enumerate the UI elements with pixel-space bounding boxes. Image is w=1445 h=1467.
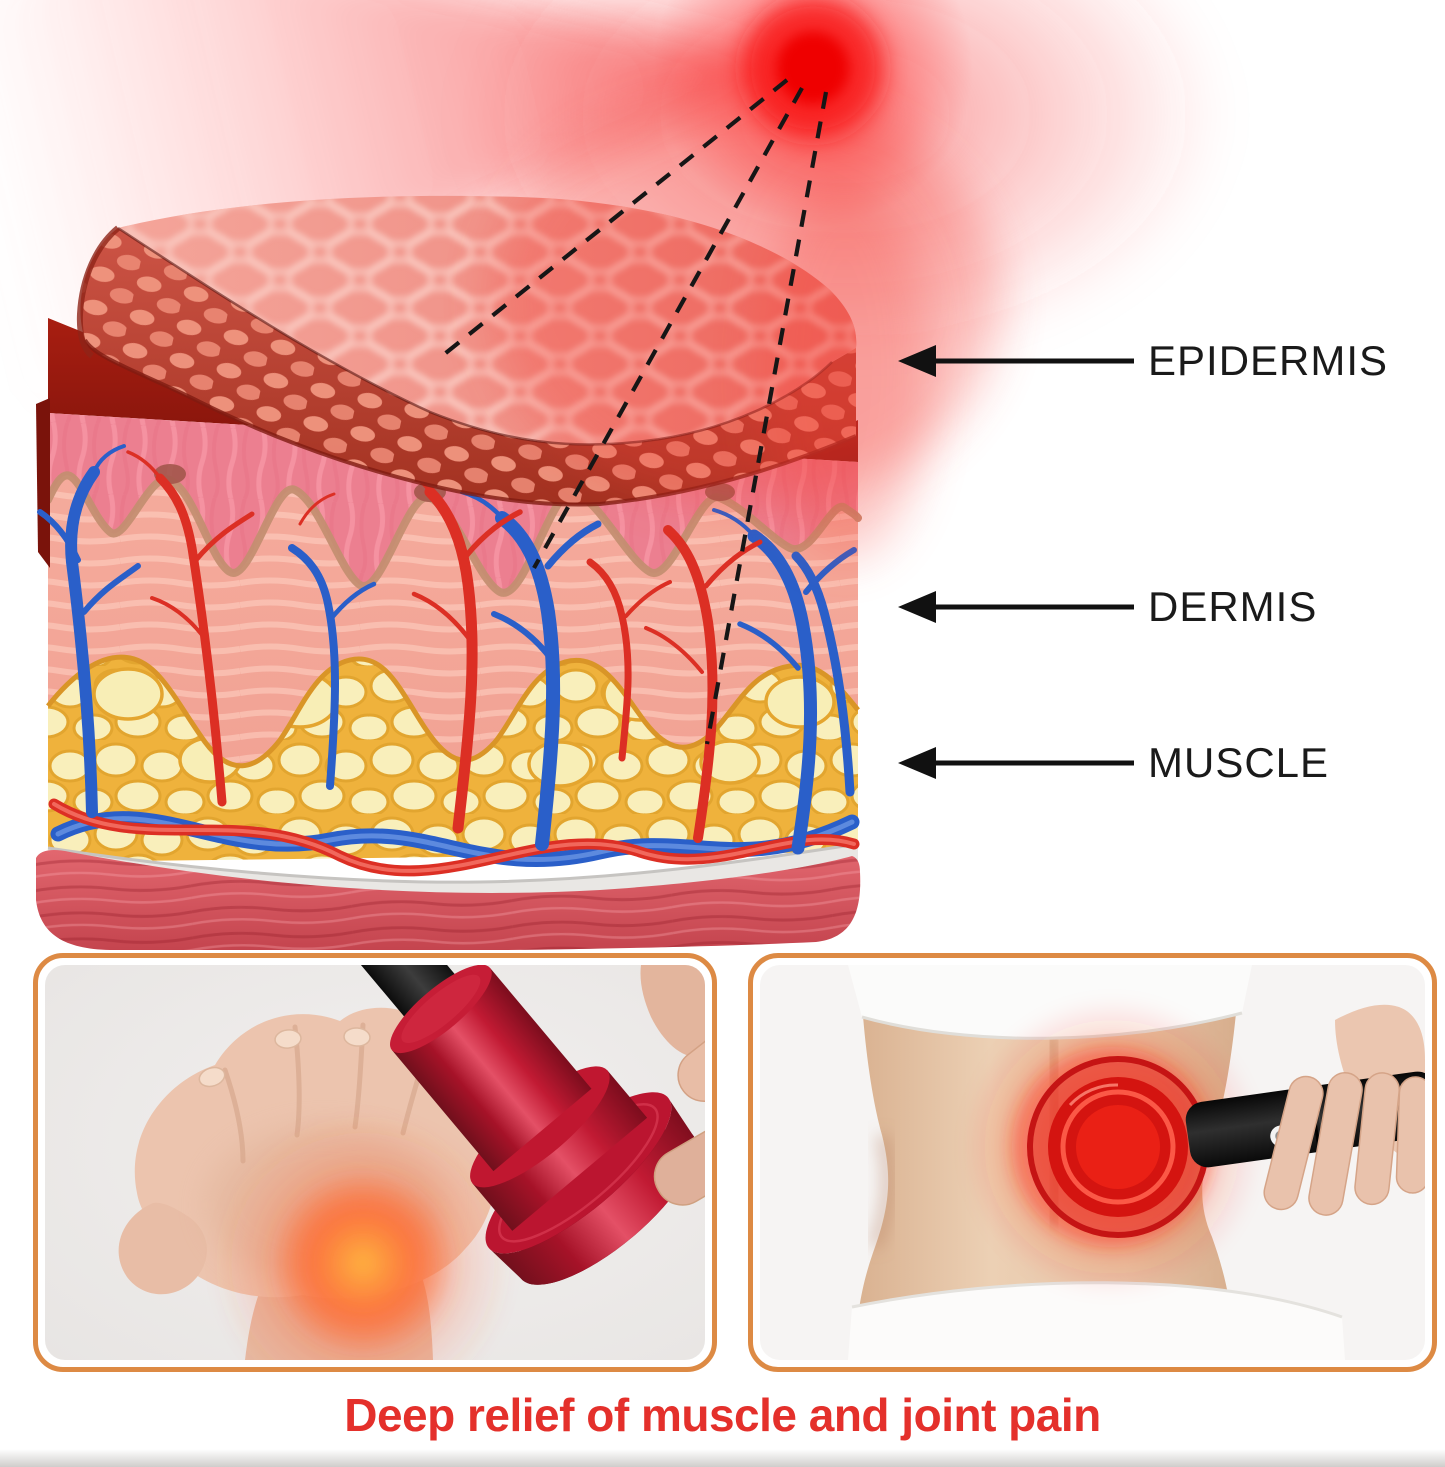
label-epidermis: EPIDERMIS (896, 329, 1388, 393)
muscle-label: MUSCLE (1148, 739, 1330, 786)
muscle-layer (36, 850, 861, 950)
epidermis-label: EPIDERMIS (1148, 337, 1389, 384)
left-arrow-icon (898, 345, 1134, 377)
red-light-source-icon (653, 0, 973, 228)
blood-vessels (37, 444, 860, 877)
skin-cross-section-diagram (0, 0, 1225, 950)
back-treatment-photo (760, 965, 1425, 1360)
white-underwear (840, 1282, 1345, 1360)
device-head (1027, 1056, 1209, 1238)
skin-block (36, 95, 1000, 950)
bottom-shadow-strip (0, 1449, 1445, 1467)
back-treatment-photo-card (748, 953, 1437, 1372)
red-light-device (309, 965, 697, 1285)
block-side-face (36, 398, 50, 568)
left-arrow-icon (898, 747, 1134, 779)
left-arrow-icon (898, 591, 1134, 623)
treatment-glow (213, 1113, 513, 1360)
label-dermis: DERMIS (896, 575, 1317, 639)
label-muscle: MUSCLE (896, 731, 1329, 795)
holder-hand (640, 965, 705, 1206)
wrist-treatment-photo-card (33, 953, 717, 1372)
wrist-scene (45, 965, 705, 1360)
dashed-penetration-lines (435, 78, 829, 745)
device-handle (309, 965, 469, 1036)
holder-fingers (1263, 1071, 1425, 1216)
back-scene (760, 965, 1425, 1360)
wrist-treatment-photo (45, 965, 705, 1360)
dermis-label: DERMIS (1148, 583, 1318, 630)
caption-text: Deep relief of muscle and joint pain (344, 1389, 1101, 1441)
